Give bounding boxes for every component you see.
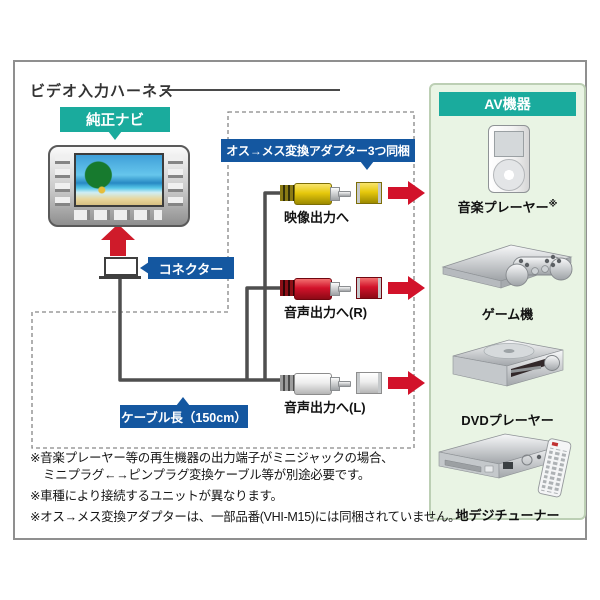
av-panel-header: AV機器 [439,92,576,116]
rca-pin [338,381,351,387]
cable-length-label: ケーブル長（150cm） [120,405,248,428]
rca-body [294,183,332,205]
rca-plug-audio-l-icon [280,371,352,395]
music-player-icon [488,125,530,193]
rca-pin [338,286,351,292]
music-player-note-mark: ※ [548,198,558,209]
av-equipment-panel: AV機器 音楽プレーヤー※ ゲーム機 [429,83,586,523]
oem-navi-label: 純正ナビ [60,107,170,132]
audio-l-output-label: 音声出力へ(L) [284,400,366,415]
footnotes: ※音楽プレーヤー等の再生機器の出力端子がミニジャックの場合、 ミニプラグ←→ピン… [30,450,461,526]
rca-body [294,278,332,300]
adapter-note-label-tail [360,161,374,170]
harness-connector-base [99,276,141,279]
title-rule [162,89,340,91]
dvd-player-label: DVDプレーヤー [461,413,554,428]
nav-side-buttons-right [168,155,183,211]
rca-pin [338,191,351,197]
rca-body [294,373,332,395]
audio-r-output-label: 音声出力へ(R) [284,305,368,320]
footnote-line: ※車種により接続するユニットが異なります。 [30,489,283,503]
cable-length-label-tail [176,397,190,406]
footnote-line: ミニプラグ←→ピンプラグ変換ケーブル等が別途必要です。 [43,468,371,482]
game-console-label: ゲーム機 [481,307,534,322]
rca-grip [280,375,296,391]
car-navigation-unit [48,145,190,227]
dvd-player-icon [452,339,564,387]
footnote-line: ※音楽プレーヤー等の再生機器の出力端子がミニジャックの場合、 [30,451,394,465]
music-player-screen [494,131,524,157]
digital-tuner-icon [438,433,572,498]
music-player-label-text: 音楽プレーヤー [457,200,549,215]
adapter-note-label: オス→メス変換アダプター3つ同梱 [221,139,415,162]
footnote-line: ※オス→メス変換アダプターは、一部品番(VHI-M15)には同梱されていません。 [30,510,461,524]
rca-grip [280,185,296,201]
rca-plug-video-icon [280,181,352,205]
rca-grip [280,280,296,296]
rca-plug-audio-r-icon [280,276,352,300]
rca-adapter-audio-r-icon [356,277,382,299]
video-output-label: 映像出力へ [284,210,350,225]
rca-adapter-audio-l-icon [356,372,382,394]
music-player-label: 音楽プレーヤー※ [431,197,584,216]
game-console-icon [441,244,573,289]
nav-screen-beach-image [74,153,164,207]
page-title: ビデオ入力ハーネス [30,83,175,100]
harness-connector [104,257,138,276]
connector-label: コネクター [148,257,234,279]
digital-tuner-label: 地デジチューナー [455,508,560,523]
music-player-clickwheel [493,159,525,191]
nav-bottom-buttons [74,210,162,220]
rca-adapter-video-icon [356,182,382,204]
oem-navi-label-tail [108,131,122,140]
connector-label-tail [140,262,149,274]
nav-side-buttons-left [55,155,70,211]
